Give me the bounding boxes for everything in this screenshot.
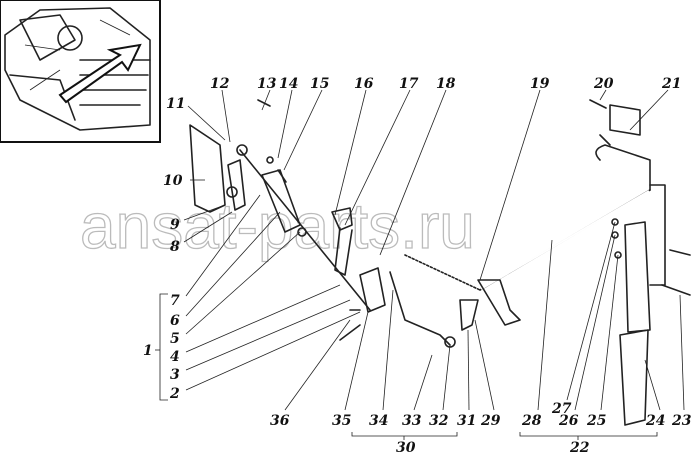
group-label-1: 1	[143, 343, 153, 359]
part-label-19: 19	[530, 76, 550, 92]
group-label-22: 22	[569, 440, 590, 455]
part-label-32: 32	[429, 413, 449, 429]
part-label-21: 21	[661, 76, 681, 92]
part-label-28: 28	[521, 413, 542, 429]
part-label-4: 4	[170, 349, 180, 365]
part-label-10: 10	[163, 173, 183, 189]
group-label-30: 30	[396, 440, 416, 455]
leader-lines	[183, 89, 685, 411]
part-label-31: 31	[457, 413, 476, 429]
part-label-23: 23	[671, 413, 692, 429]
part-label-36: 36	[270, 413, 290, 429]
part-label-24: 24	[645, 413, 665, 429]
part-label-9: 9	[170, 217, 180, 233]
part-label-16: 16	[354, 76, 374, 92]
part-label-5: 5	[170, 331, 180, 347]
part-label-34: 34	[369, 413, 388, 429]
part-label-15: 15	[310, 76, 329, 92]
part-label-7: 7	[170, 293, 180, 309]
part-label-27: 27	[551, 401, 572, 417]
part-label-29: 29	[480, 413, 501, 429]
part-label-18: 18	[436, 76, 456, 92]
part-label-20: 20	[593, 76, 614, 92]
part-label-25: 25	[586, 413, 606, 429]
part-label-12: 12	[210, 76, 230, 92]
part-label-17: 17	[399, 76, 419, 92]
part-label-33: 33	[402, 413, 422, 429]
part-label-11: 11	[166, 96, 185, 112]
part-label-14: 14	[279, 76, 298, 92]
part-label-13: 13	[257, 76, 277, 92]
group-brackets	[155, 293, 658, 440]
part-label-3: 3	[170, 367, 180, 383]
part-label-35: 35	[332, 413, 351, 429]
part-label-2: 2	[169, 386, 180, 402]
part-label-26: 26	[558, 413, 579, 429]
mechanism-drawing	[189, 99, 691, 426]
watermark: ansat-parts.ru	[80, 190, 475, 262]
inset-locator-view	[0, 0, 161, 143]
part-label-6: 6	[170, 313, 180, 329]
part-label-8: 8	[170, 239, 180, 255]
